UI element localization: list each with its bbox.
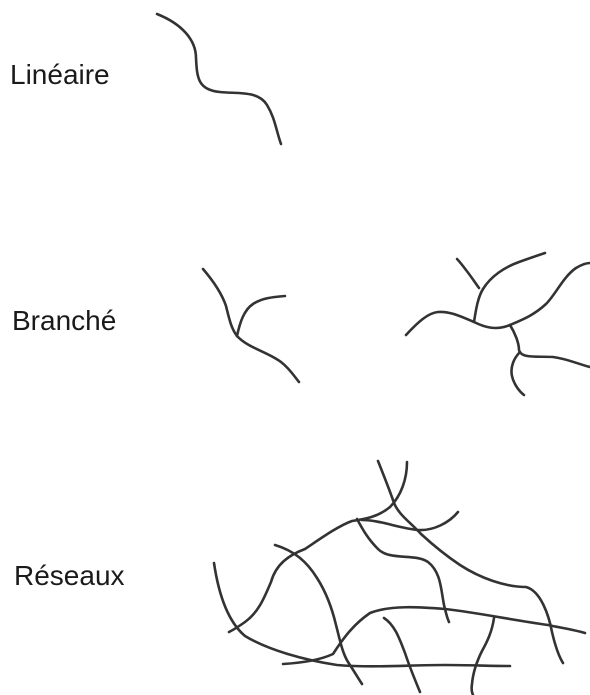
branched-small-chain-main — [201, 267, 301, 384]
linear-chain — [155, 12, 283, 146]
network-chain-5 — [355, 517, 451, 624]
network-chain-8 — [382, 616, 422, 694]
label-linear: Linéaire — [10, 59, 110, 90]
branched-large-chain-tail — [510, 350, 526, 397]
network-chain-6 — [360, 510, 460, 532]
network-chain-1 — [376, 459, 565, 665]
branched-small-chain-branch — [235, 294, 287, 338]
network-polymer — [212, 459, 587, 695]
network-chain-4 — [273, 543, 364, 686]
branched-polymer-large — [404, 251, 590, 397]
label-branched: Branché — [12, 305, 117, 336]
linear-polymer — [155, 12, 283, 146]
branched-polymer-small — [201, 267, 301, 384]
network-chain-7 — [281, 605, 587, 666]
branched-large-chain-branch-small — [455, 257, 481, 290]
network-chain-3 — [212, 561, 512, 668]
branched-large-chain-branch-down — [508, 323, 590, 369]
network-chain-2 — [227, 460, 409, 634]
label-network: Réseaux — [14, 560, 125, 591]
branched-large-chain-branch-up — [472, 251, 547, 324]
network-chain-9 — [470, 616, 496, 695]
